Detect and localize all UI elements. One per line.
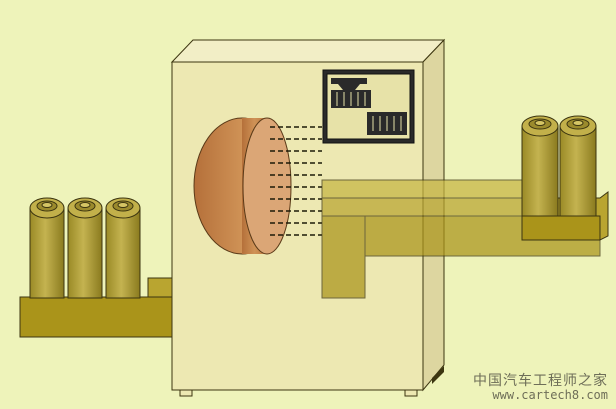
- battery-cell: [559, 115, 597, 217]
- battery-cell: [67, 197, 103, 299]
- detector-coil: [193, 117, 292, 255]
- battery-cell: [29, 197, 65, 299]
- cabinet-top: [170, 39, 446, 63]
- watermark-site-name: 中国汽车工程师之家: [473, 373, 608, 390]
- cabinet-foot: [432, 366, 444, 384]
- right-battery-cells: [521, 115, 597, 217]
- cabinet-foot: [404, 389, 418, 397]
- panel-indicator: [331, 78, 367, 84]
- watermark-url: www.cartech8.com: [492, 388, 608, 403]
- watermark: 中国汽车工程师之家 www.cartech8.com: [458, 373, 608, 403]
- battery-cell: [521, 115, 559, 217]
- scan-beams: [270, 126, 322, 236]
- coil-face: [242, 117, 292, 255]
- battery-cell: [105, 197, 141, 299]
- right-conveyor-belt: [521, 215, 601, 241]
- left-battery-cells: [29, 197, 141, 299]
- control-panel: [322, 69, 415, 144]
- cabinet-foot: [179, 389, 193, 397]
